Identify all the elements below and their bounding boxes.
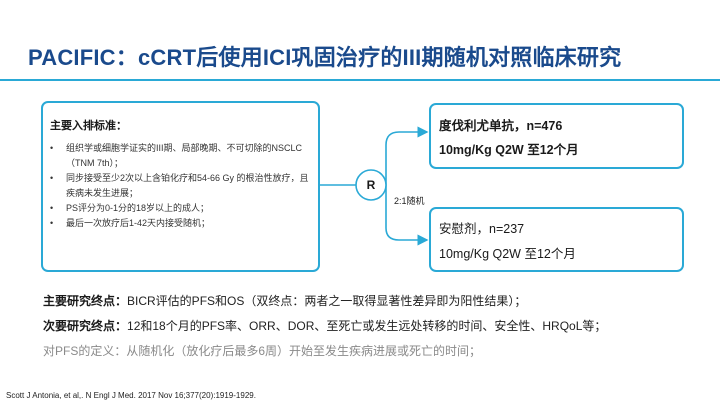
arm-dose: 10mg/Kg Q2W 至12个月: [439, 247, 576, 261]
criteria-heading: 主要入排标准：: [50, 120, 127, 132]
criteria-item: 组织学或细胞学证实的III期、局部晚期、不可切除的NSCLC（TNM 7th）；: [50, 141, 310, 171]
connector-line-top: [385, 126, 429, 185]
secondary-endpoint: 次要研究终点：12和18个月的PFS率、ORR、DOR、至死亡或发生远处转移的时…: [43, 319, 703, 333]
treatment-arm-placebo: 安慰剂，n=237 10mg/Kg Q2W 至12个月: [429, 207, 684, 272]
criteria-list: 组织学或细胞学证实的III期、局部晚期、不可切除的NSCLC（TNM 7th）；…: [50, 141, 310, 231]
criteria-item: 最后一次放疗后1-42天内接受随机；: [50, 216, 310, 231]
secondary-endpoint-label: 次要研究终点：: [43, 319, 128, 333]
primary-endpoint-text: BICR评估的PFS和OS（双终点：两者之一取得显著性差异即为阳性结果）；: [127, 294, 527, 308]
arm-name: 安慰剂，n=237: [439, 222, 525, 236]
randomization-circle: [355, 169, 387, 201]
connector-line-bottom: [385, 185, 429, 246]
slide-title: PACIFIC：cCRT后使用ICI巩固治疗的III期随机对照临床研究: [28, 45, 622, 70]
randomization-ratio: 2:1随机: [394, 196, 425, 206]
inclusion-criteria-box: 主要入排标准： 组织学或细胞学证实的III期、局部晚期、不可切除的NSCLC（T…: [41, 101, 320, 272]
citation: Scott J Antonia, et al,. N Engl J Med. 2…: [6, 391, 256, 400]
pfs-definition: 对PFS的定义：从随机化（放化疗后最多6周）开始至发生疾病进展或死亡的时间；: [43, 344, 482, 358]
randomization-symbol: R: [366, 178, 376, 192]
criteria-item: 同步接受至少2次以上含铂化疗和54-66 Gy 的根治性放疗，且疾病未发生进展；: [50, 171, 310, 201]
endpoints-section: 主要研究终点：BICR评估的PFS和OS（双终点：两者之一取得显著性差异即为阳性…: [43, 294, 703, 369]
treatment-arm-durvalumab: 度伐利尤单抗，n=476 10mg/Kg Q2W 至12个月: [429, 103, 684, 169]
title-divider: [0, 79, 720, 81]
secondary-endpoint-text: 12和18个月的PFS率、ORR、DOR、至死亡或发生远处转移的时间、安全性、H…: [127, 319, 607, 333]
primary-endpoint: 主要研究终点：BICR评估的PFS和OS（双终点：两者之一取得显著性差异即为阳性…: [43, 294, 703, 308]
criteria-item: PS评分为0-1分的18岁以上的成人；: [50, 201, 310, 216]
primary-endpoint-label: 主要研究终点：: [43, 294, 128, 308]
arm-name: 度伐利尤单抗，n=476: [439, 119, 563, 133]
arm-dose: 10mg/Kg Q2W 至12个月: [439, 143, 579, 157]
